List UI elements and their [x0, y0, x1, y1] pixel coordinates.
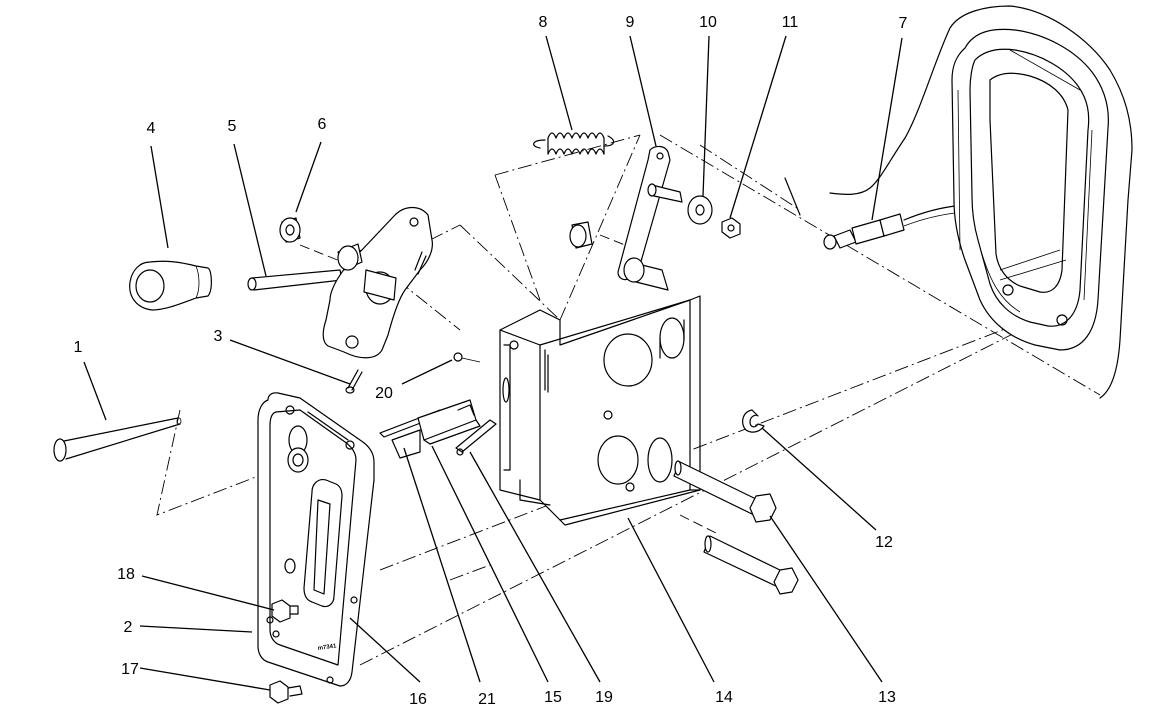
part-14-bracket [499, 295, 701, 526]
part-9-lever-arm [617, 145, 683, 291]
callout-17: 17 [121, 661, 139, 678]
callout-20: 20 [375, 385, 393, 402]
callout-16: 16 [409, 691, 427, 708]
callout-15: 15 [544, 689, 562, 706]
callout-2: 2 [124, 619, 133, 636]
callout-18: 18 [117, 566, 135, 583]
callout-5: 5 [228, 118, 237, 135]
callout-4: 4 [147, 120, 156, 137]
callout-11: 11 [782, 14, 799, 31]
part-8-spring [533, 132, 615, 155]
callout-8: 8 [539, 14, 548, 31]
part-17-screw [269, 680, 303, 704]
callout-3: 3 [214, 328, 223, 345]
callout-21: 21 [478, 691, 496, 708]
part-5-lever [247, 206, 433, 359]
bracket-bushing [569, 221, 593, 249]
callout-14: 14 [715, 689, 733, 706]
callout-12: 12 [875, 534, 893, 551]
part-13-bolt [673, 460, 799, 595]
part-4-knob [129, 260, 212, 311]
callout-6: 6 [318, 116, 327, 133]
drawing-stamp: m7341 [317, 643, 337, 652]
part-6-bushing [279, 217, 301, 243]
leader-lines [83, 35, 903, 691]
part-12-retaining-ring [742, 409, 765, 433]
part-20-screw [453, 352, 481, 363]
callout-1: 1 [74, 339, 83, 356]
part-7-cable [823, 203, 1046, 250]
callout-labels: 1 2 3 4 5 6 7 8 9 10 11 12 13 14 15 16 1… [74, 14, 908, 708]
part-18-screw [271, 599, 299, 623]
console-housing [784, 5, 1133, 399]
part-11-nut [721, 217, 741, 239]
callout-7: 7 [899, 15, 908, 32]
part-15-switch [379, 399, 497, 459]
part-10-washer [687, 195, 713, 225]
callout-19: 19 [595, 689, 613, 706]
callout-9: 9 [626, 14, 635, 31]
part-1-pin [53, 417, 182, 462]
part-3-small-pin [345, 369, 363, 394]
callout-10: 10 [699, 14, 717, 31]
callout-13: 13 [878, 689, 896, 706]
part-2-cover-plate: m7341 [257, 392, 375, 687]
